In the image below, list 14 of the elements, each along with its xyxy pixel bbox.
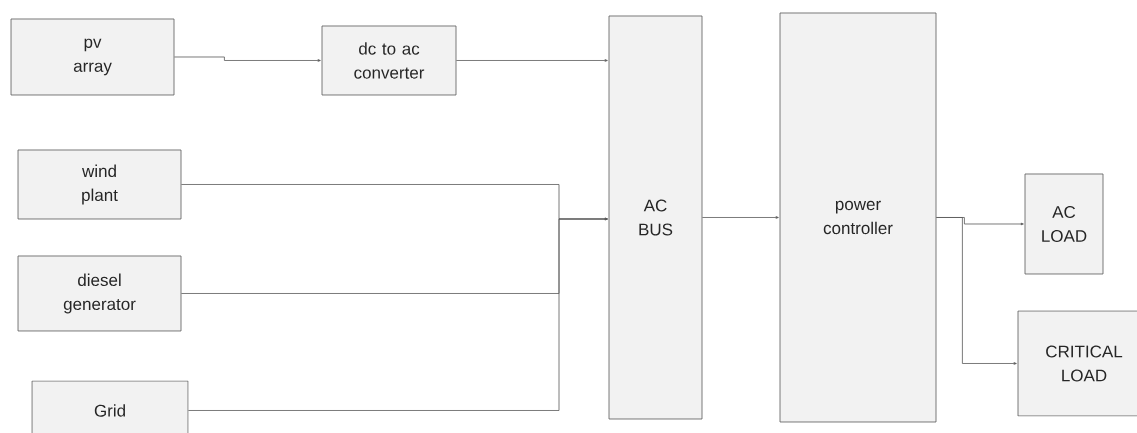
process-box: wind plant xyxy=(17,149,182,220)
arrow xyxy=(702,216,779,219)
arrow xyxy=(936,217,1017,365)
process-box: AC LOAD xyxy=(1024,173,1104,275)
process-box: diesel generator xyxy=(17,255,182,332)
process-box: Grid xyxy=(31,380,189,433)
process-box: pv array xyxy=(10,18,175,96)
process-box: CRITICAL LOAD xyxy=(1017,310,1137,417)
arrow xyxy=(456,59,608,62)
process-box: power controller xyxy=(779,12,937,423)
arrow xyxy=(174,56,321,62)
process-box: AC BUS xyxy=(608,15,703,420)
process-box: dc to ac converter xyxy=(321,25,457,96)
arrow xyxy=(188,217,608,411)
